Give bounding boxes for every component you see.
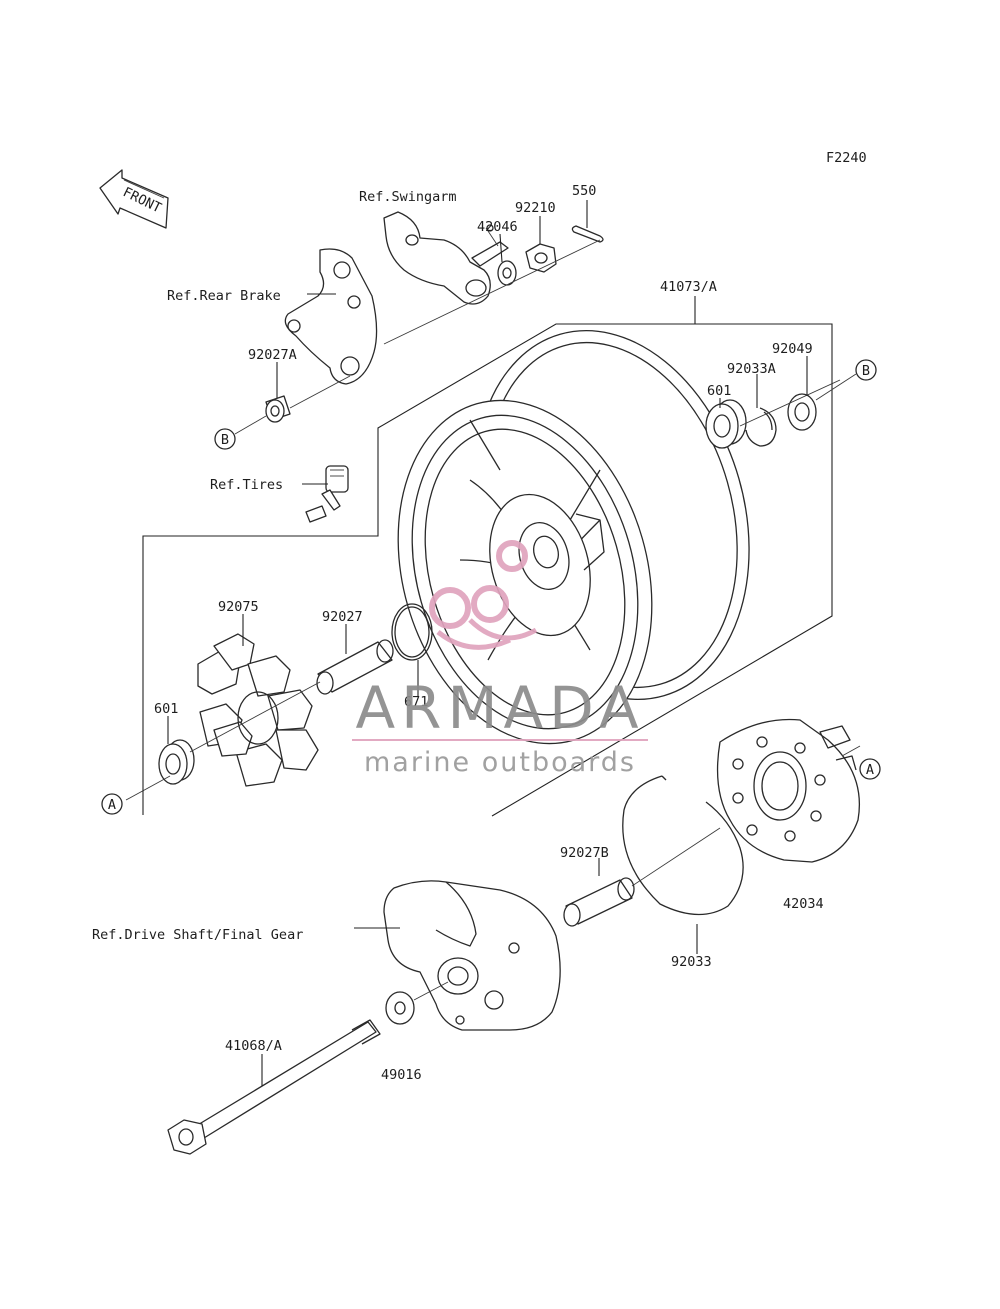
bearing-601-left: [158, 739, 195, 785]
coupling-hub-42034: [716, 718, 861, 863]
spacer-49016: [385, 991, 415, 1025]
part-number-92027A: 92027A: [248, 347, 297, 363]
seal-92049: [787, 393, 817, 431]
armada-logo-icon: [429, 540, 538, 650]
watermark-tagline: marine outboards: [364, 747, 636, 778]
part-number-92027B: 92027B: [560, 845, 609, 861]
callout-b-right-text: B: [862, 363, 870, 379]
cotter-pin-550: [571, 225, 604, 243]
callout-b-left: B: [214, 428, 236, 450]
bearing-601-top: [705, 399, 747, 449]
ref-swingarm-label: Ref.Swingarm: [359, 189, 457, 205]
leader-lines: [142, 200, 833, 1086]
part-number-92210: 92210: [515, 200, 556, 216]
part-number-42046: 42046: [477, 219, 518, 235]
collar-92027B: [563, 877, 635, 927]
washer-42046: [497, 260, 517, 286]
callout-b-right: B: [855, 359, 877, 381]
callout-a-right: A: [859, 758, 881, 780]
axle-41068A: [167, 1019, 381, 1155]
callout-a-left: A: [101, 793, 123, 815]
rear-brake-bracket: [284, 248, 378, 385]
circlip-92033: [622, 775, 744, 916]
collar-92027: [316, 639, 394, 695]
circlip-92033A: [745, 407, 777, 447]
part-number-49016: 49016: [381, 1067, 422, 1083]
figure-code: F2240: [826, 150, 867, 166]
part-number-92027: 92027: [322, 609, 363, 625]
final-gear-case: [383, 880, 561, 1031]
part-number-92033A: 92033A: [727, 361, 776, 377]
part-number-41073A: 41073/A: [660, 279, 717, 295]
front-arrow-icon: FRONT: [99, 169, 169, 229]
part-number-671: 671: [404, 694, 428, 710]
ref-rear-brake-label: Ref.Rear Brake: [167, 288, 281, 304]
part-number-550: 550: [572, 183, 596, 199]
collar-92027A: [265, 395, 291, 423]
o-ring-671: [391, 603, 433, 661]
watermark-brand: ARMADA: [355, 674, 644, 742]
part-number-92033: 92033: [671, 954, 712, 970]
part-number-601-top: 601: [707, 383, 731, 399]
callout-b-left-text: B: [221, 432, 229, 448]
tire-valve: [305, 465, 349, 523]
axle-centerline-top: [383, 239, 601, 345]
damper-92075: [197, 633, 319, 787]
callout-a-left-text: A: [108, 797, 116, 813]
ref-drive-shaft-label: Ref.Drive Shaft/Final Gear: [92, 927, 303, 943]
part-number-41068A: 41068/A: [225, 1038, 282, 1054]
swingarm-caliper-mount: [383, 211, 509, 305]
armada-watermark: ARMADA marine outboards: [352, 540, 648, 778]
ref-tires-label: Ref.Tires: [210, 477, 283, 493]
rear-wheel-41073A: [397, 330, 750, 745]
callout-a-right-text: A: [866, 762, 874, 778]
part-number-92049: 92049: [772, 341, 813, 357]
part-number-601-left: 601: [154, 701, 178, 717]
part-number-92075: 92075: [218, 599, 259, 615]
part-number-42034: 42034: [783, 896, 824, 912]
nut-92210: [525, 243, 557, 273]
